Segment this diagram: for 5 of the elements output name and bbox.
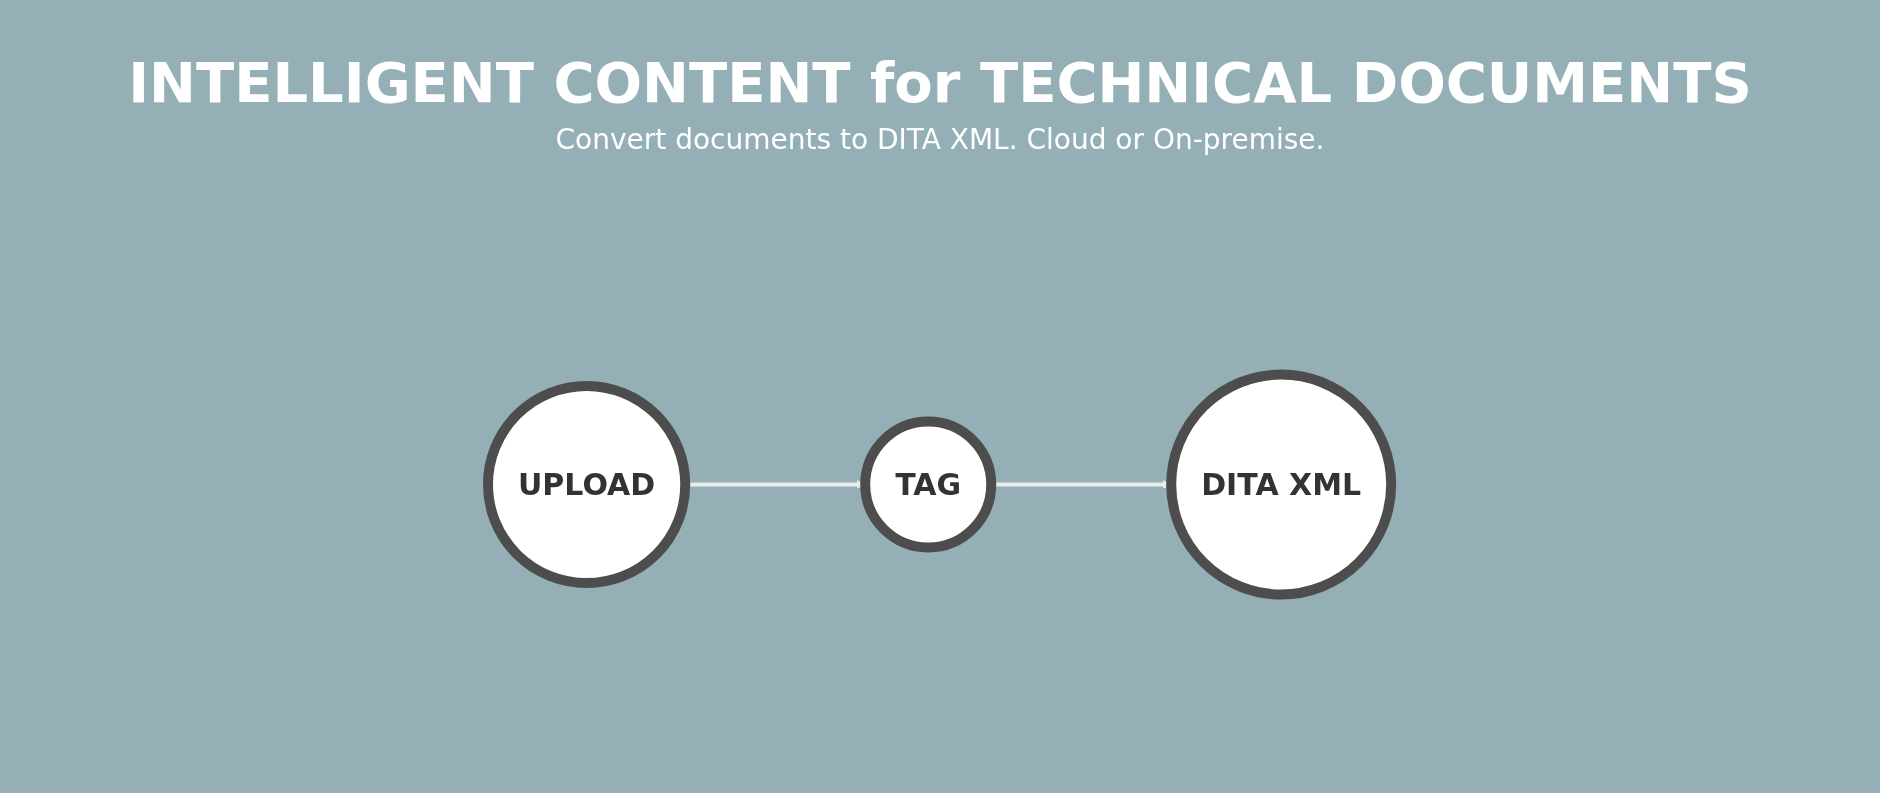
subtitle: Convert documents to DITA XML. Cloud or On-premise. <box>555 123 1325 156</box>
title: INTELLIGENT CONTENT for TECHNICAL DOCUMENTS <box>128 50 1752 115</box>
node-circle: TAG <box>860 416 997 553</box>
node-circle: UPLOAD <box>483 380 691 589</box>
node-circle: DITA XML <box>1166 369 1397 600</box>
